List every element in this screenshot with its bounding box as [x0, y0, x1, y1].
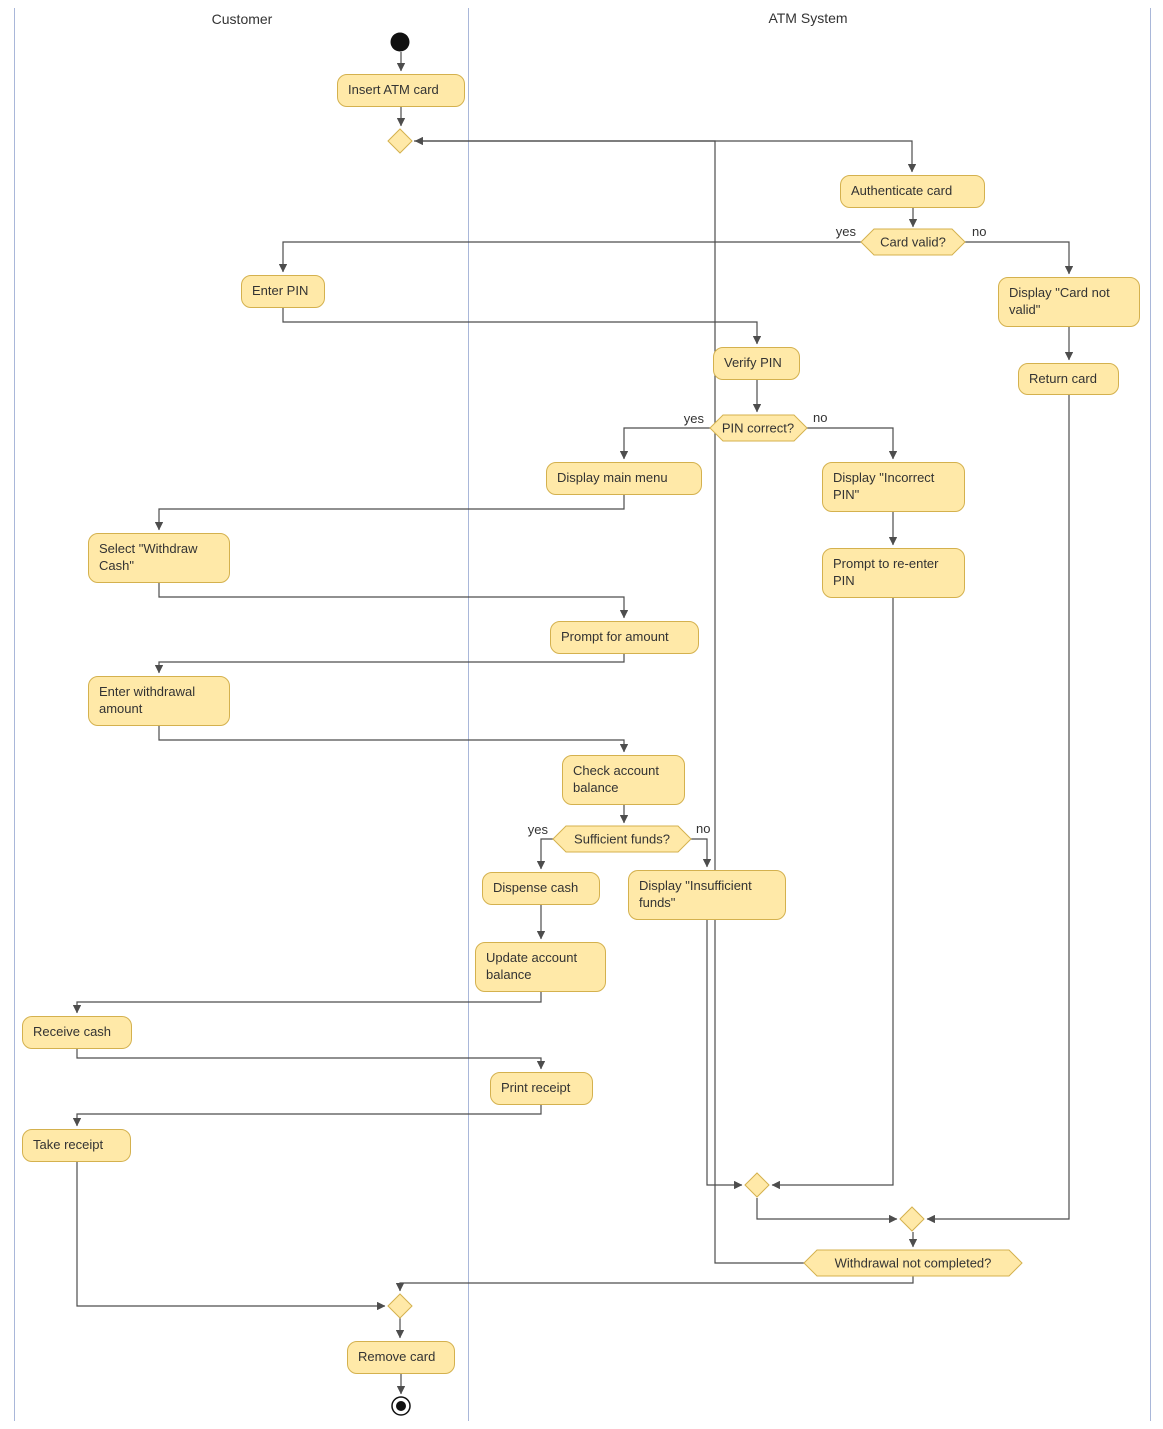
decision-pin-correct-label: PIN correct?: [722, 421, 794, 436]
label-pin-correct-yes: yes: [684, 411, 705, 426]
edge-pin-correct-no-to-display-incorrect-pin: [807, 427, 898, 460]
edge-enter-withdrawal-to-check-balance: [158, 726, 629, 753]
node-display-incorrect-pin: Display "Incorrect PIN": [822, 462, 965, 512]
node-dispense-cash: Dispense cash: [482, 872, 600, 905]
decision-sufficient-funds: [552, 825, 692, 853]
edge-sufficient-yes-to-dispense-cash: [536, 838, 553, 870]
start-node: [390, 32, 410, 52]
edge-receive-cash-to-print-receipt: [76, 1049, 546, 1070]
node-receive-cash: Receive cash: [22, 1016, 132, 1049]
edge-insufficient-funds-to-merge2: [706, 920, 743, 1190]
node-display-insufficient-funds: Display "Insufficient funds": [628, 870, 786, 920]
edge-prompt-reenter-to-merge2: [771, 598, 894, 1190]
merge-node-3: [899, 1206, 925, 1232]
lane-header-atm-system: ATM System: [768, 10, 847, 26]
lane-header-customer: Customer: [212, 11, 273, 27]
decision-withdrawal-not-completed: [803, 1249, 1023, 1277]
node-enter-withdrawal-amount: Enter withdrawal amount: [88, 676, 230, 726]
edge-select-withdraw-to-prompt-for-amount: [158, 583, 629, 619]
edge-withdrawal-check-to-merge4: [395, 1276, 914, 1292]
merge-node-2: [744, 1172, 770, 1198]
label-card-valid-yes: yes: [836, 224, 857, 239]
edge-pin-correct-yes-to-display-main-menu: [619, 427, 710, 460]
edge-merge1-to-authenticate-card: [414, 140, 917, 173]
edge-sufficient-no-to-insufficient-funds: [691, 838, 712, 868]
edge-card-valid-no-to-display-card-not-valid: [965, 241, 1074, 275]
edge-update-balance-to-receive-cash: [72, 992, 542, 1014]
edge-withdrawal-loop-to-merge1: [414, 136, 804, 1264]
edge-take-receipt-to-merge4: [76, 1162, 386, 1311]
node-enter-pin: Enter PIN: [241, 275, 325, 308]
edge-card-valid-yes-to-enter-pin: [278, 241, 861, 273]
decision-pin-correct: [709, 414, 808, 442]
edge-merge2-to-merge3: [756, 1198, 898, 1224]
label-sufficient-funds-yes: yes: [528, 822, 549, 837]
node-display-main-menu: Display main menu: [546, 462, 702, 495]
label-card-valid-no: no: [972, 224, 986, 239]
node-check-account-balance: Check account balance: [562, 755, 685, 805]
node-select-withdraw-cash: Select "Withdraw Cash": [88, 533, 230, 583]
node-prompt-reenter-pin: Prompt to re-enter PIN: [822, 548, 965, 598]
node-take-receipt: Take receipt: [22, 1129, 131, 1162]
label-sufficient-funds-no: no: [696, 821, 710, 836]
node-display-card-not-valid: Display "Card not valid": [998, 277, 1140, 327]
decision-sufficient-funds-label: Sufficient funds?: [574, 832, 670, 847]
edge-display-main-menu-to-select-withdraw: [154, 495, 625, 531]
node-return-card: Return card: [1018, 363, 1119, 395]
decision-withdrawal-not-completed-label: Withdrawal not completed?: [835, 1256, 992, 1271]
edge-print-receipt-to-take-receipt: [72, 1105, 542, 1127]
node-update-account-balance: Update account balance: [475, 942, 606, 992]
node-prompt-for-amount: Prompt for amount: [550, 621, 699, 654]
merge-node-4: [387, 1293, 413, 1319]
decision-card-valid: [860, 228, 966, 256]
end-node-dot: [396, 1401, 406, 1411]
edge-enter-pin-to-verify-pin: [282, 308, 762, 345]
node-verify-pin: Verify PIN: [713, 347, 800, 380]
decision-card-valid-label: Card valid?: [880, 235, 946, 250]
edge-return-card-to-merge3: [926, 395, 1070, 1224]
label-pin-correct-no: no: [813, 410, 827, 425]
node-print-receipt: Print receipt: [490, 1072, 593, 1105]
merge-node-1: [387, 128, 413, 154]
node-insert-atm-card: Insert ATM card: [337, 74, 465, 107]
node-remove-card: Remove card: [347, 1341, 455, 1374]
edge-prompt-for-amount-to-enter-withdrawal: [154, 654, 625, 674]
node-authenticate-card: Authenticate card: [840, 175, 985, 208]
